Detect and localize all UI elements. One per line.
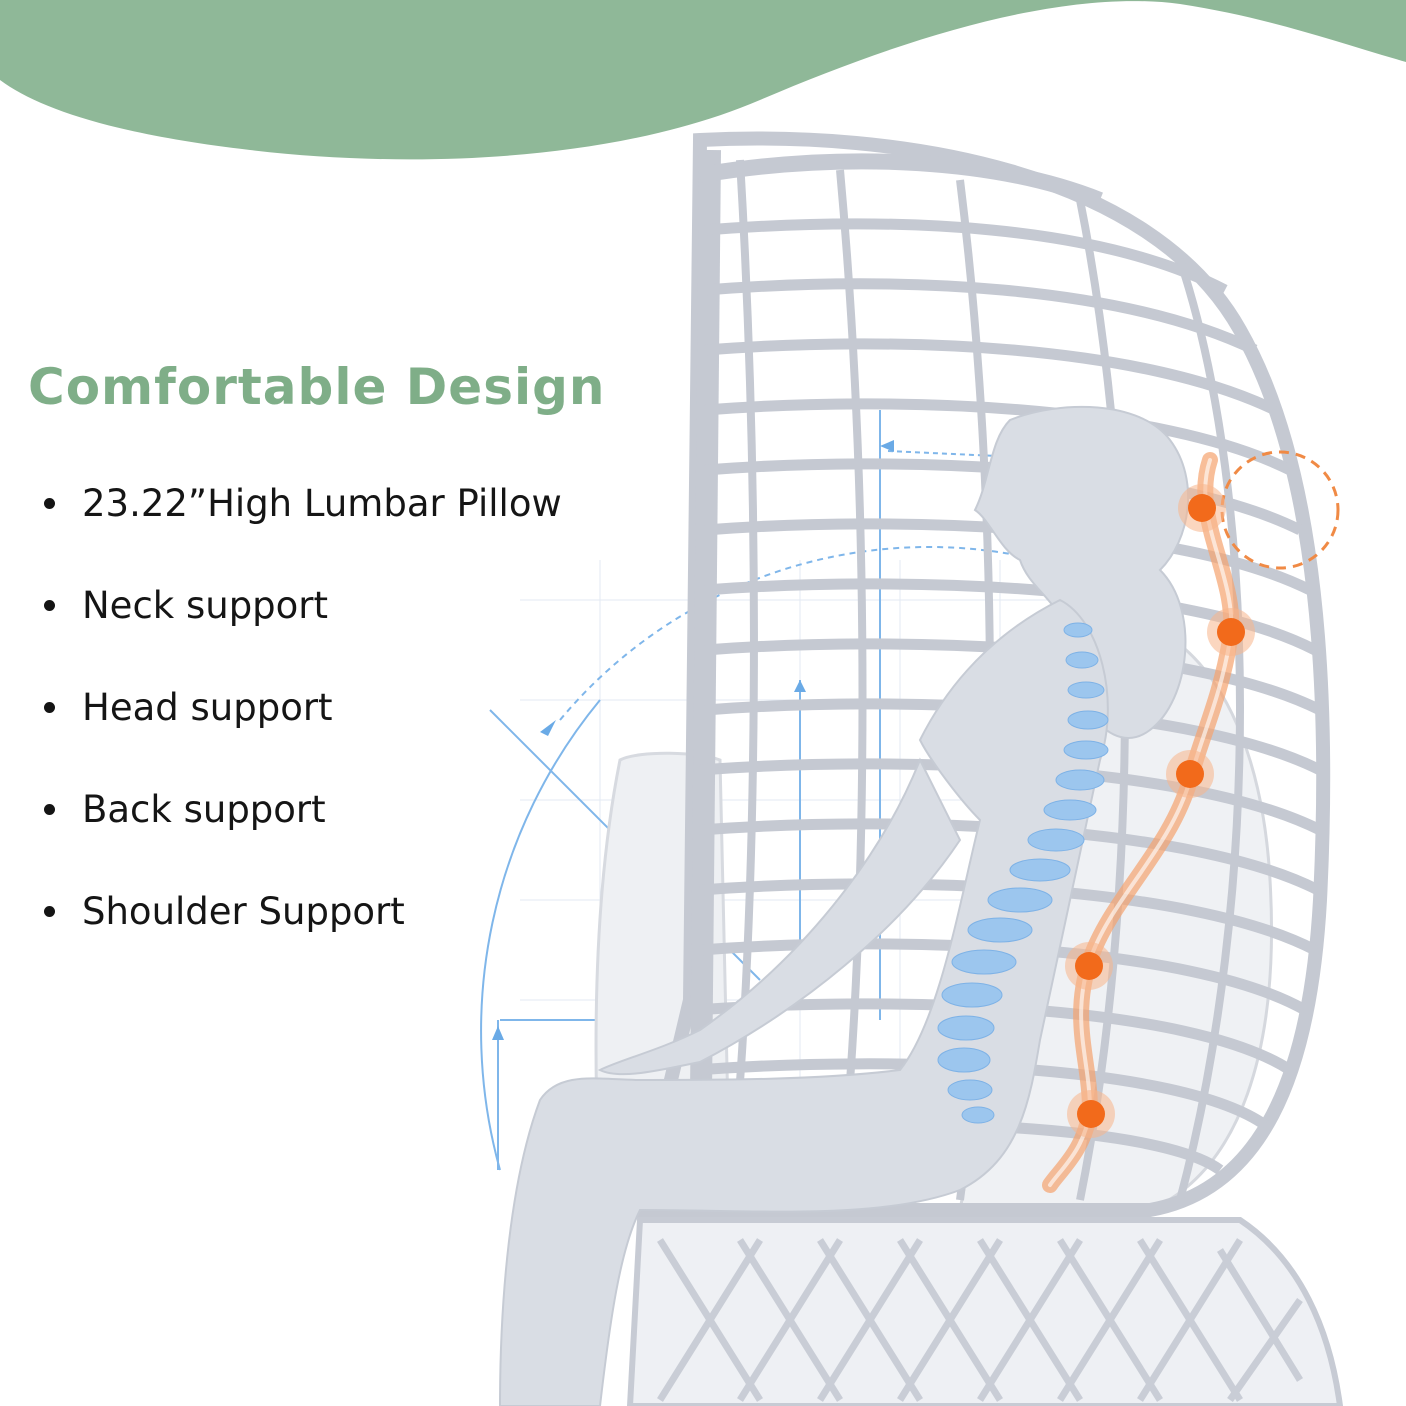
support-point-icon	[1067, 1090, 1115, 1138]
heading: Comfortable Design	[28, 358, 606, 416]
list-item: 23.22”High Lumbar Pillow	[44, 452, 562, 554]
feature-label: 23.22”High Lumbar Pillow	[82, 481, 562, 525]
bullet-icon	[44, 905, 55, 917]
bullet-icon	[44, 803, 55, 815]
bullet-icon	[44, 701, 55, 713]
list-item: Neck support	[44, 554, 562, 656]
support-point-icon	[1178, 484, 1226, 532]
feature-label: Neck support	[82, 583, 329, 627]
feature-label: Head support	[82, 685, 333, 729]
arrow-icon	[492, 1026, 504, 1040]
arrow-icon	[880, 440, 894, 452]
arrow-icon	[540, 720, 556, 736]
chair-base	[626, 1217, 1344, 1406]
feature-label: Shoulder Support	[82, 889, 405, 933]
support-point-icon	[1065, 942, 1113, 990]
arrow-icon	[794, 680, 806, 692]
list-item: Back support	[44, 758, 562, 860]
support-point-icon	[1207, 608, 1255, 656]
bullet-icon	[44, 497, 55, 509]
spine	[937, 622, 1109, 1124]
feature-label: Back support	[82, 787, 326, 831]
bullet-icon	[44, 599, 55, 611]
seated-figure	[498, 405, 1190, 1406]
green-wave-banner	[0, 0, 1406, 160]
list-item: Shoulder Support	[44, 860, 562, 962]
support-points	[1065, 484, 1255, 1138]
support-point-icon	[1166, 750, 1214, 798]
list-item: Head support	[44, 656, 562, 758]
feature-list: 23.22”High Lumbar Pillow Neck support He…	[44, 452, 562, 962]
